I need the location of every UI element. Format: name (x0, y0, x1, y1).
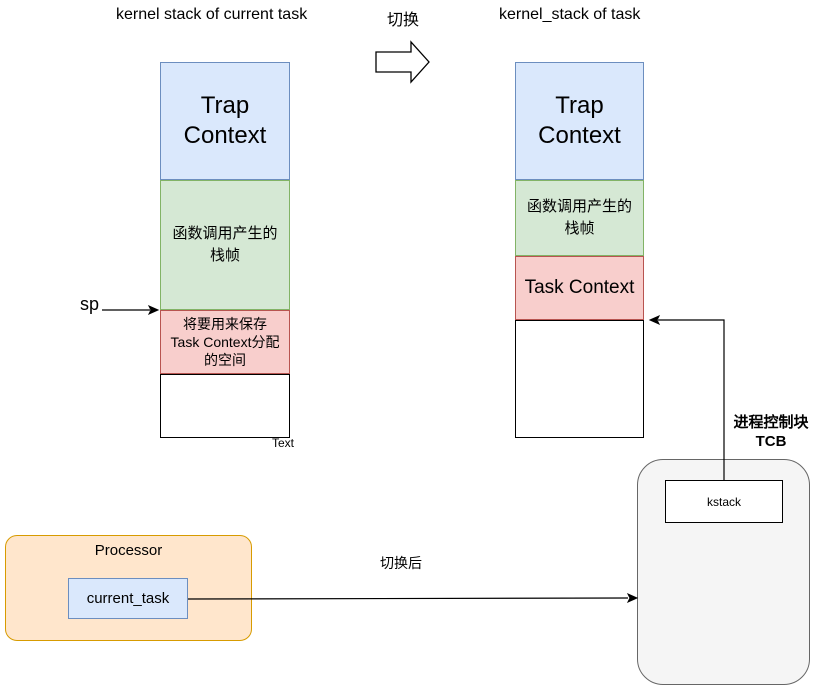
left-trap-line1: Trap (200, 92, 250, 119)
left-empty-block (160, 374, 290, 438)
left-stack-title: kernel stack of current task (116, 6, 308, 23)
left-reserve-block: 将要用来保存 Task Context分配的空间 (160, 310, 290, 374)
switch-label: 切换 (387, 12, 420, 29)
tcb-title: 进程控制块 TCB (726, 413, 816, 451)
right-trap-line1: Trap (555, 92, 604, 119)
right-task-context-block: Task Context (515, 256, 644, 320)
processor-title: Processor (94, 542, 163, 559)
left-frame-line1: 函数调用产生的 (172, 225, 278, 242)
current-task-label: current_task (86, 590, 170, 607)
left-reserve-line3: 的空间 (204, 352, 246, 368)
right-frame-line2: 栈帧 (564, 220, 595, 237)
right-task-context-label: Task Context (524, 277, 635, 298)
tcb-title-line2: TCB (755, 433, 787, 450)
tcb-title-line1: 进程控制块 (733, 414, 809, 431)
right-frame-line1: 函数调用产生的 (526, 198, 632, 215)
left-frame-line2: 栈帧 (209, 247, 240, 264)
switch-block-arrow-icon (375, 40, 430, 84)
current-task-field: current_task (68, 578, 188, 619)
current-task-arrow-head-icon (626, 592, 639, 604)
left-stack-frame-block: 函数调用产生的栈帧 (160, 180, 290, 310)
right-stack-title: kernel_stack of task (499, 6, 641, 23)
sp-label: sp (80, 294, 100, 314)
switch-after-label: 切换后 (380, 555, 422, 571)
right-stack-frame-block: 函数调用产生的栈帧 (515, 180, 644, 256)
left-reserve-line1: 将要用来保存 (183, 316, 267, 332)
right-trap-line2: Context (538, 122, 621, 149)
right-empty-block (515, 320, 644, 438)
kstack-arrow-head-icon (648, 314, 661, 326)
left-trap-line2: Context (183, 122, 267, 149)
kstack-arrow-line (658, 319, 725, 480)
kstack-label: kstack (706, 494, 741, 509)
stray-text-label: Text (272, 436, 295, 450)
current-task-arrow-line (187, 597, 629, 600)
kstack-field: kstack (665, 480, 783, 523)
left-reserve-line2: Task Context分配 (170, 334, 280, 350)
sp-arrow-head-icon (147, 304, 160, 316)
